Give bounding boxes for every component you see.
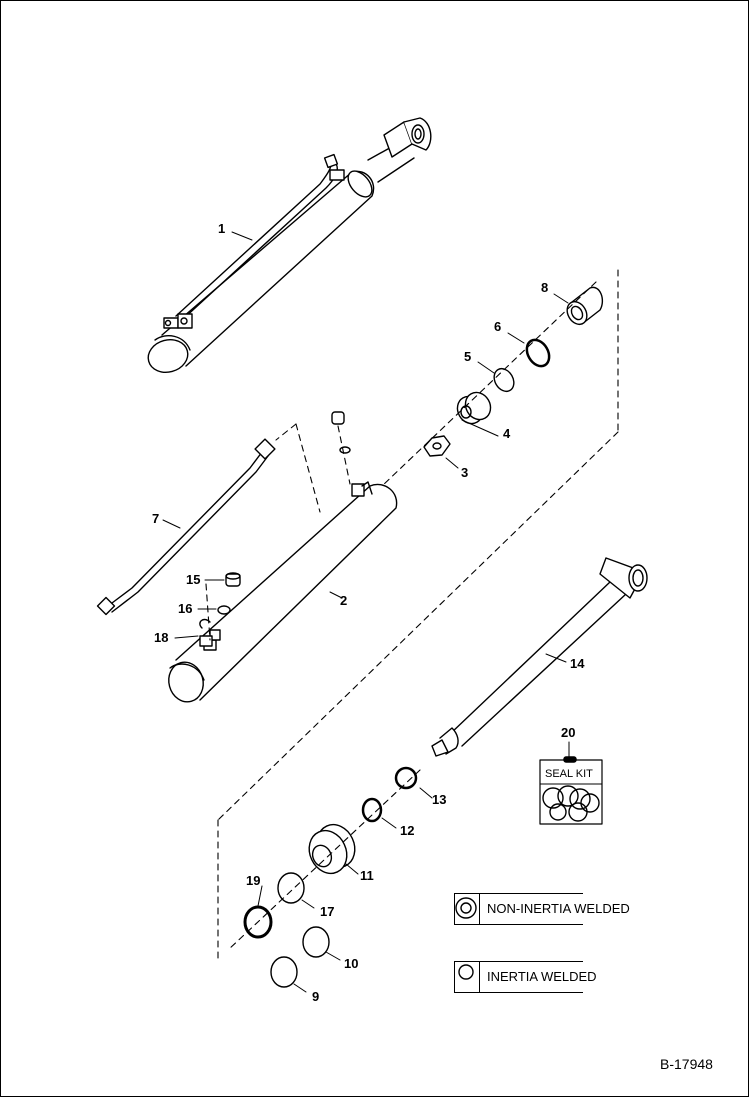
ring-19-part: [243, 905, 273, 939]
callout-5: 5: [464, 349, 472, 364]
callout-2: 2: [340, 593, 348, 608]
callout-12: 12: [400, 823, 415, 838]
callout-8: 8: [541, 280, 549, 295]
callout-4: 4: [503, 426, 511, 441]
legend-inertia-cell: [455, 962, 480, 992]
callout-20: 20: [561, 725, 576, 740]
legend-non-inertia-symbol: [455, 897, 477, 919]
callout-11: 11: [360, 868, 374, 883]
barrel-part: [168, 481, 398, 703]
seal-kit-bag: [539, 756, 603, 825]
callout-9: 9: [312, 989, 320, 1004]
cylinder-assembly: [147, 117, 432, 373]
callout-19: 19: [246, 873, 261, 888]
ring-9-part: [270, 956, 298, 988]
seal-kit-label: SEAL KIT: [545, 768, 593, 780]
legend-non-inertia-label: NON-INERTIA WELDED: [487, 901, 630, 916]
document-number: B-17948: [660, 1056, 713, 1072]
bushing-part: [566, 286, 604, 326]
wiper-ring-part: [525, 338, 551, 368]
nut-part: [423, 435, 451, 457]
piston-rod-part: [431, 557, 648, 757]
legend-non-inertia: NON-INERTIA WELDED: [454, 893, 630, 925]
snap-ring-part: [493, 367, 515, 393]
ring-10-part: [302, 926, 330, 958]
callout-16: 16: [178, 601, 193, 616]
callout-14: 14: [570, 656, 585, 671]
leader-lines: [162, 231, 570, 993]
callout-17: 17: [320, 904, 335, 919]
fitting-cap-part: [225, 572, 241, 587]
callout-15: 15: [186, 572, 201, 587]
legend-inertia: INERTIA WELDED: [454, 961, 597, 993]
hydraulic-tube-part: [96, 438, 276, 616]
assembly-lines: [205, 269, 619, 959]
callout-18: 18: [154, 630, 169, 645]
callout-3: 3: [461, 465, 469, 480]
o-ring-upper: [339, 446, 351, 454]
o-ring-part: [217, 605, 231, 615]
ring-17-part: [277, 872, 305, 904]
legend-inertia-symbol: [458, 964, 474, 980]
fitting-cap-upper: [331, 411, 345, 425]
callout-10: 10: [344, 956, 359, 971]
callout-6: 6: [494, 319, 502, 334]
piston-part: [308, 823, 356, 875]
gland-part: [456, 391, 492, 425]
callout-7: 7: [152, 511, 160, 526]
ring-12-part: [361, 797, 383, 823]
callout-13: 13: [432, 792, 447, 807]
legend-inertia-label: INERTIA WELDED: [487, 969, 597, 984]
callout-1: 1: [218, 221, 226, 236]
legend-non-inertia-cell: [455, 894, 480, 924]
ring-13-part: [394, 766, 418, 790]
